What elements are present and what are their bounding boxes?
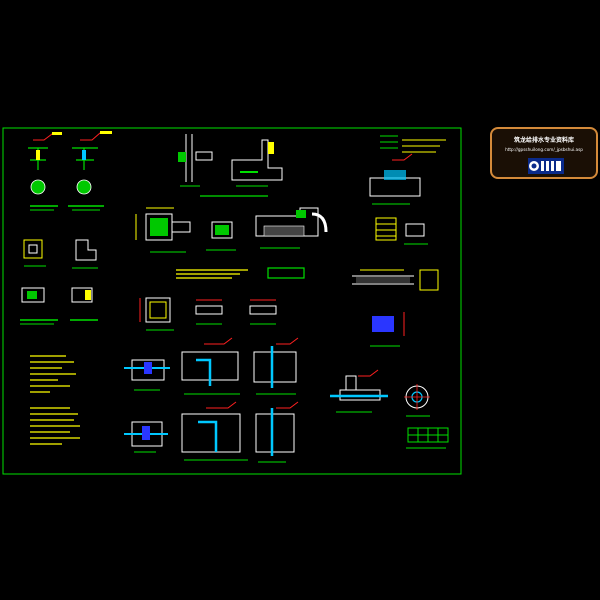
detail-vertical-pipe	[178, 134, 213, 187]
detail-blue-hatch	[370, 312, 405, 347]
detail-floor-drain-a	[28, 132, 62, 211]
drawing-frame	[2, 127, 462, 475]
detail-plan-cleanout	[135, 207, 191, 253]
legend-notes-right	[380, 135, 446, 153]
watermark-stamp: 筑龙给排水专业资料库 http://gpsshuilong.com/_jpsbs…	[490, 127, 598, 179]
detail-box-c	[23, 239, 46, 267]
detail-strip-drain-1	[195, 299, 223, 325]
detail-box-f	[70, 287, 98, 321]
caption-bars-middle	[176, 267, 305, 279]
detail-floor-drain-b	[68, 131, 112, 211]
detail-box-e	[20, 287, 58, 325]
watermark-url[interactable]: http://gpsshuilong.com/_jpsbshui.asp	[505, 147, 583, 152]
detail-pipe-joint-6	[255, 401, 299, 463]
table-small-2	[404, 223, 428, 245]
detail-box-d	[72, 239, 98, 269]
detail-strip-drain-2	[249, 299, 277, 325]
detail-long-section	[352, 269, 439, 291]
notes-block-1	[30, 355, 76, 393]
table-bottom-right	[406, 427, 449, 449]
detail-pipe-joint-3	[253, 337, 299, 395]
detail-plan-grate	[139, 297, 174, 331]
detail-channel-section	[369, 153, 421, 205]
detail-square-cover	[206, 221, 236, 251]
detail-pipe-joint-5	[181, 401, 248, 461]
detail-pipe-joint-4	[124, 421, 168, 453]
detail-cleanout-assembly	[330, 369, 388, 413]
table-small-1	[375, 217, 397, 241]
detail-gully-section	[200, 139, 283, 197]
detail-trench-section	[255, 207, 328, 249]
detail-pipe-joint-2	[181, 337, 240, 395]
watermark-logo-icon	[528, 158, 564, 174]
watermark-title: 筑龙给排水专业资料库	[513, 137, 574, 144]
notes-block-2	[30, 407, 80, 445]
detail-round-cover	[404, 384, 430, 417]
detail-pipe-joint-1	[124, 359, 170, 391]
